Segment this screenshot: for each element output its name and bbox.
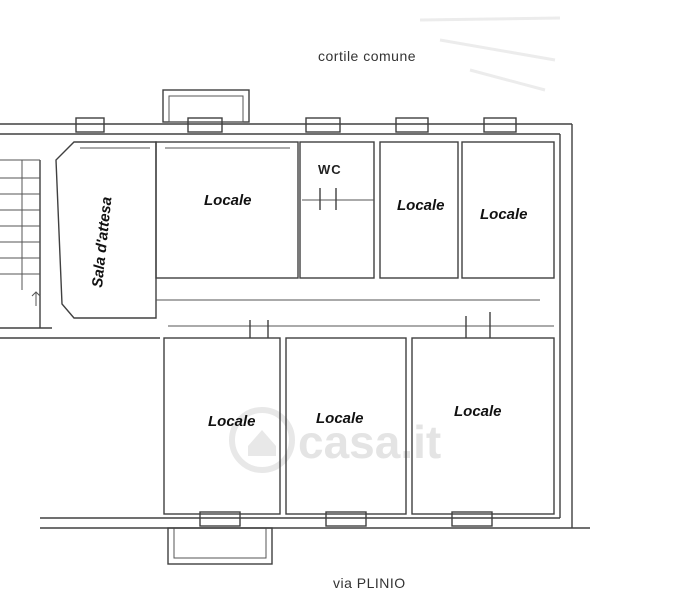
room-top-mid	[379, 141, 459, 279]
room-wc	[299, 141, 375, 279]
room-label-wc: WC	[318, 162, 342, 177]
balcony-bottom	[167, 527, 273, 565]
outer-walls	[0, 123, 590, 529]
windows-top	[75, 117, 517, 133]
room-top-right	[461, 141, 555, 279]
room-label-bottom-mid: Locale	[316, 410, 364, 427]
corridor	[156, 299, 554, 338]
windows-bottom	[199, 511, 493, 527]
room-label-waiting: Sala d'attesa	[89, 196, 115, 288]
room-bottom-mid	[285, 337, 407, 515]
watermark-text: casa.it	[298, 416, 441, 468]
room-label-bottom-right: Locale	[454, 403, 502, 420]
top-label-courtyard: cortile comune	[318, 48, 416, 64]
room-label-top-mid: Locale	[397, 197, 445, 214]
balcony-top	[162, 89, 250, 123]
room-label-bottom-left: Locale	[208, 413, 256, 430]
watermark: casa.it	[229, 407, 441, 473]
room-bottom-right	[411, 337, 555, 515]
scan-marks	[419, 16, 561, 92]
room-top-left	[155, 141, 299, 279]
staircase	[0, 159, 41, 328]
room-bottom-left	[163, 337, 281, 515]
room-label-top-left: Locale	[204, 192, 252, 209]
room-label-top-right: Locale	[480, 206, 528, 223]
bottom-label-street: via PLINIO	[333, 575, 406, 591]
